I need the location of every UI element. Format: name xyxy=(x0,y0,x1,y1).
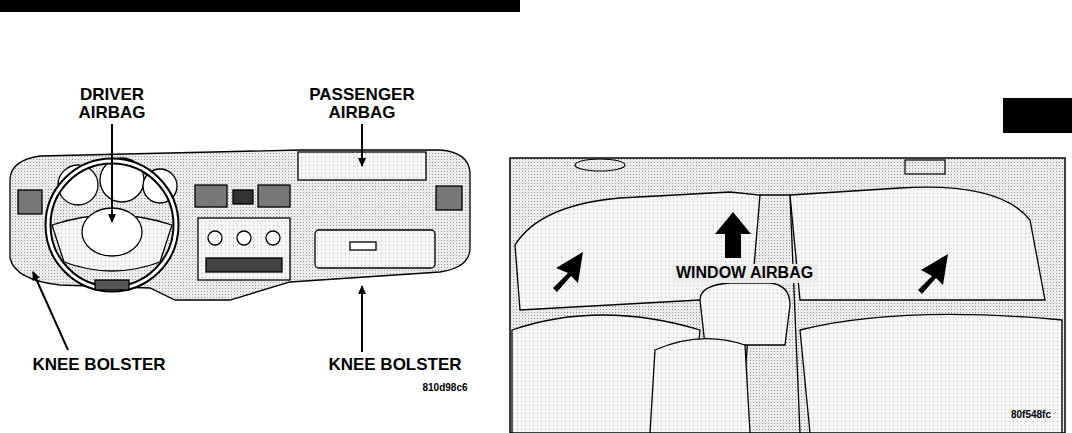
part-label: WINDOW AIRBAG xyxy=(672,264,817,283)
part-label: KNEE BOLSTER xyxy=(4,356,194,374)
figure-code: 80f548fc xyxy=(996,410,1066,421)
part-label: DRIVER AIRBAG xyxy=(58,86,166,122)
leader-arrows xyxy=(33,124,362,352)
part-label: PASSENGER AIRBAG xyxy=(295,86,430,122)
dashboard-drawing xyxy=(10,150,470,300)
interior-drawing xyxy=(510,158,1065,433)
figure-code: 810d98c6 xyxy=(405,383,485,394)
header-bar xyxy=(0,0,520,12)
part-label: KNEE BOLSTER xyxy=(300,356,490,374)
section-tab xyxy=(1003,98,1072,133)
